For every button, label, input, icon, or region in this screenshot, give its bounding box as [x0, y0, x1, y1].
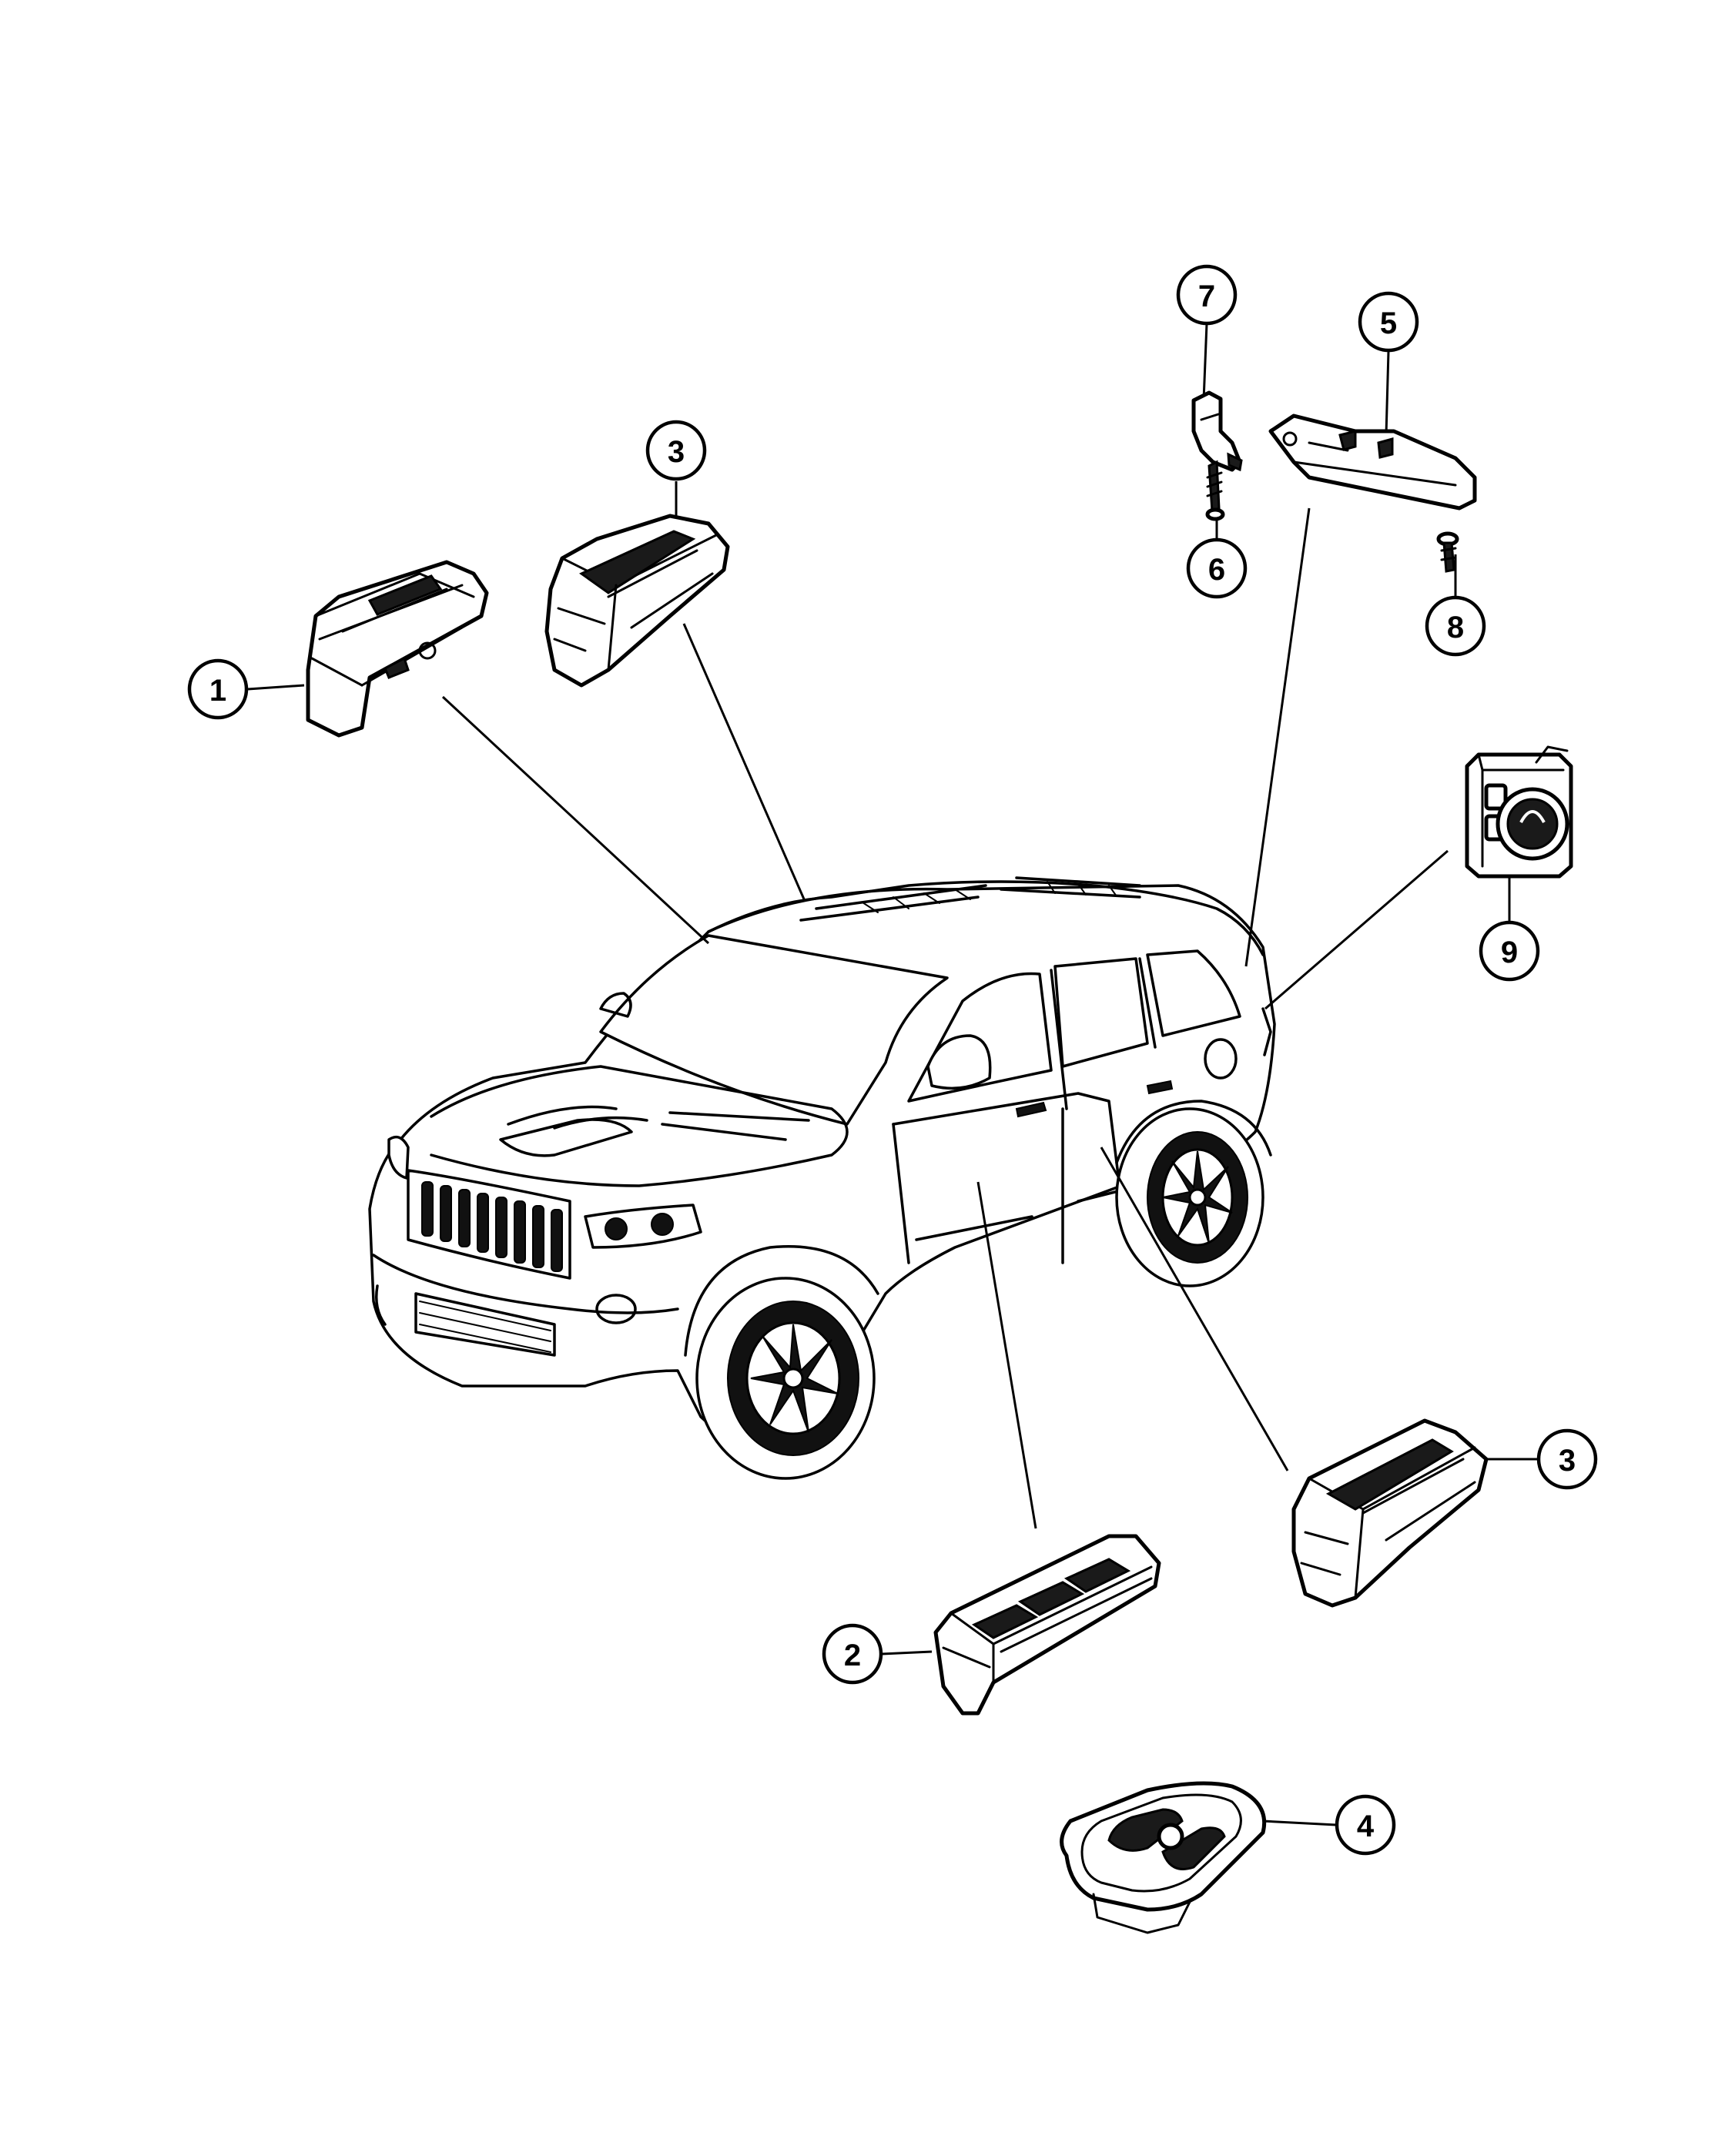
- part-3-top-window-switch: [544, 514, 730, 688]
- callout-4: 4: [1335, 1794, 1396, 1856]
- rear-wheel: [1115, 1107, 1264, 1287]
- part-3-bottom-window-switch: [1291, 1418, 1489, 1608]
- part-8-screw: [1436, 531, 1459, 573]
- callout-2: 2: [822, 1623, 883, 1685]
- part-7-sensor: [1191, 390, 1243, 472]
- callout-7-label: 7: [1198, 280, 1215, 313]
- callout-5: 5: [1358, 291, 1419, 353]
- part-2-master-switch: [933, 1534, 1161, 1716]
- callout-6-label: 6: [1208, 553, 1225, 587]
- front-wheel: [695, 1277, 876, 1480]
- callout-1: 1: [187, 658, 249, 720]
- callout-3-bottom-label: 3: [1559, 1444, 1576, 1478]
- callout-9-label: 9: [1501, 936, 1518, 969]
- callout-3-top: 3: [645, 420, 707, 481]
- callout-2-label: 2: [844, 1639, 861, 1672]
- part-5-module: [1268, 413, 1477, 511]
- part-4-rear-switch: [1060, 1781, 1267, 1934]
- callout-5-label: 5: [1380, 306, 1397, 340]
- callout-4-label: 4: [1357, 1810, 1375, 1843]
- callout-8-label: 8: [1447, 611, 1464, 644]
- part-6-screw: [1205, 460, 1225, 521]
- callout-1-label: 1: [209, 674, 226, 708]
- callout-3-bottom: 3: [1536, 1428, 1598, 1490]
- callout-7: 7: [1176, 264, 1238, 326]
- grille-slots: [421, 1181, 563, 1272]
- callout-8: 8: [1425, 595, 1486, 657]
- callout-3-top-label: 3: [668, 435, 685, 469]
- part-1-window-switch: [306, 560, 489, 738]
- leader-lines: [247, 323, 1538, 1826]
- vehicle-illustration: [368, 876, 1276, 1480]
- callout-6: 6: [1186, 537, 1248, 599]
- callout-9: 9: [1479, 920, 1540, 982]
- part-9-switch: [1465, 745, 1573, 879]
